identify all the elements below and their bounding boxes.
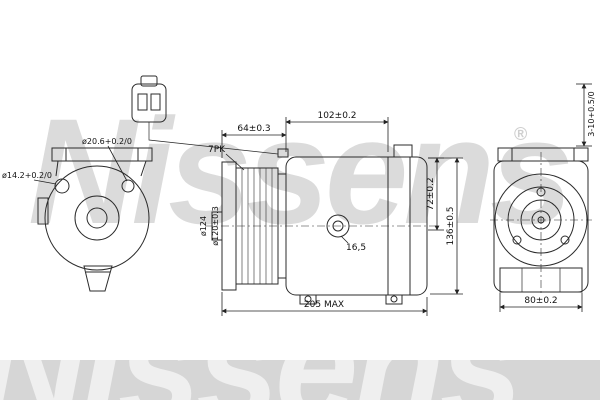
connector-pin-slot-left	[137, 93, 148, 111]
footer-band: Nissens	[0, 360, 600, 400]
belt-type-label: 7PK	[208, 145, 226, 155]
connector-tab	[140, 75, 158, 87]
dimension-annotations	[33, 83, 592, 316]
hole-large-label: ø20.6+0.2/0	[82, 137, 132, 146]
footer-brand-watermark: Nissens	[0, 360, 523, 400]
connector-leader-line	[148, 122, 279, 155]
dim-rear-width-label: 80±0.2	[524, 296, 557, 306]
pulley-pitch-dia-label: ø120±0.3	[211, 206, 220, 246]
left-end-view	[37, 147, 153, 292]
connector-detail	[131, 75, 279, 155]
dim-body-length-label: 102±0.2	[317, 111, 356, 121]
coil-terminal	[277, 148, 289, 158]
hole-small-label: ø14.2+0.2/0	[2, 171, 52, 180]
dim-stud-range-label: 3-10+0.5/0	[587, 91, 596, 136]
left-view-hole-large	[121, 179, 135, 193]
hole-small-leader	[33, 179, 57, 185]
registered-trademark-symbol: ®	[514, 124, 528, 144]
mount-tab-rear	[385, 294, 403, 305]
left-view-hole-small	[54, 178, 70, 194]
left-view-side-ear	[37, 197, 49, 225]
side-view	[205, 144, 438, 305]
connector-pin-slot-right	[150, 93, 161, 111]
pulley-hub	[211, 211, 223, 241]
left-view-top-flange	[51, 147, 153, 162]
belt-type-leader	[225, 153, 245, 171]
left-view-foot	[83, 265, 113, 292]
hole-large-leader	[107, 145, 128, 182]
pulley-groove-hatch	[241, 168, 273, 284]
dim-height-upper-label: 72±0.2	[426, 177, 436, 210]
port-dia-leader	[340, 235, 349, 244]
pulley-outer-dia-label: ø124	[199, 216, 208, 236]
port-dia-label: 16,5	[346, 243, 366, 253]
mount-tab-front	[299, 294, 317, 305]
dim-total-length-label: 205 MAX	[304, 300, 344, 310]
connector-body	[131, 83, 167, 123]
compressor-body	[285, 156, 428, 296]
dim-height-total-label: 136±0.5	[446, 206, 456, 245]
dim-front-depth-label: 64±0.3	[237, 124, 270, 134]
suction-port-boss	[326, 214, 350, 238]
dimension-labels: ø14.2+0.2/0 ø20.6+0.2/0 7PK ø124 ø120±0.…	[2, 91, 596, 310]
right-end-view	[490, 147, 592, 296]
left-view-body-circle	[44, 165, 150, 271]
discharge-port	[393, 144, 413, 158]
